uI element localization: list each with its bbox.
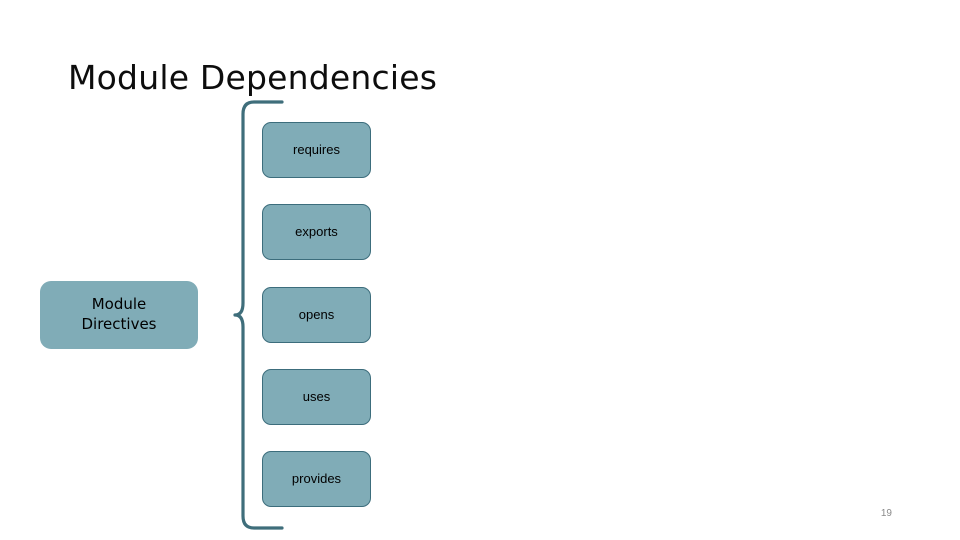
diagram-node-module-directives[interactable]: Module Directives bbox=[40, 281, 198, 349]
diagram-node-provides[interactable]: provides bbox=[262, 451, 371, 507]
module-directives-label-line2: Directives bbox=[81, 315, 157, 333]
diagram-node-uses[interactable]: uses bbox=[262, 369, 371, 425]
opens-label: opens bbox=[298, 307, 335, 323]
page-title: Module Dependencies bbox=[68, 58, 438, 97]
page-number: 19 bbox=[880, 508, 892, 519]
provides-label: provides bbox=[291, 471, 342, 487]
module-directives-label-line1: Module bbox=[91, 295, 147, 314]
uses-label: uses bbox=[302, 389, 331, 405]
diagram-node-requires[interactable]: requires bbox=[262, 122, 371, 178]
exports-label: exports bbox=[295, 224, 338, 240]
diagram-node-opens[interactable]: opens bbox=[262, 287, 371, 343]
diagram-node-exports[interactable]: exports bbox=[262, 204, 371, 260]
requires-label: requires bbox=[293, 142, 340, 158]
